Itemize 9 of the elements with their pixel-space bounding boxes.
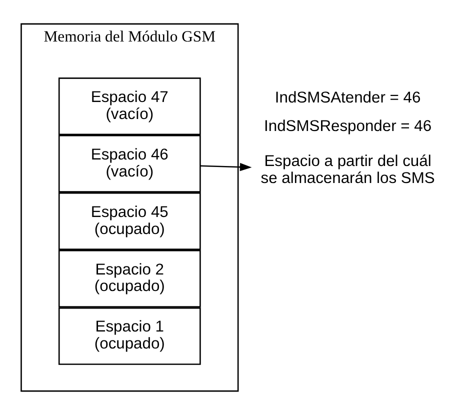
node-box: Espacio 2 (ocupado) xyxy=(58,250,201,308)
node-text: Espacio a partir del cuál se almacenarán los SMS xyxy=(260,152,435,187)
label: IndSMSResponder = 46 xyxy=(264,118,432,136)
node-box: Espacio 47 (vacío) xyxy=(58,78,201,135)
label: IndSMSAtender = 46 xyxy=(274,89,421,106)
node-box: Espacio 46 (vacío) xyxy=(58,135,201,192)
node-box: Espacio 45 (ocupado) xyxy=(58,192,201,250)
arrow xyxy=(200,162,252,172)
node-box: Espacio 1 (ocupado) xyxy=(58,307,201,365)
